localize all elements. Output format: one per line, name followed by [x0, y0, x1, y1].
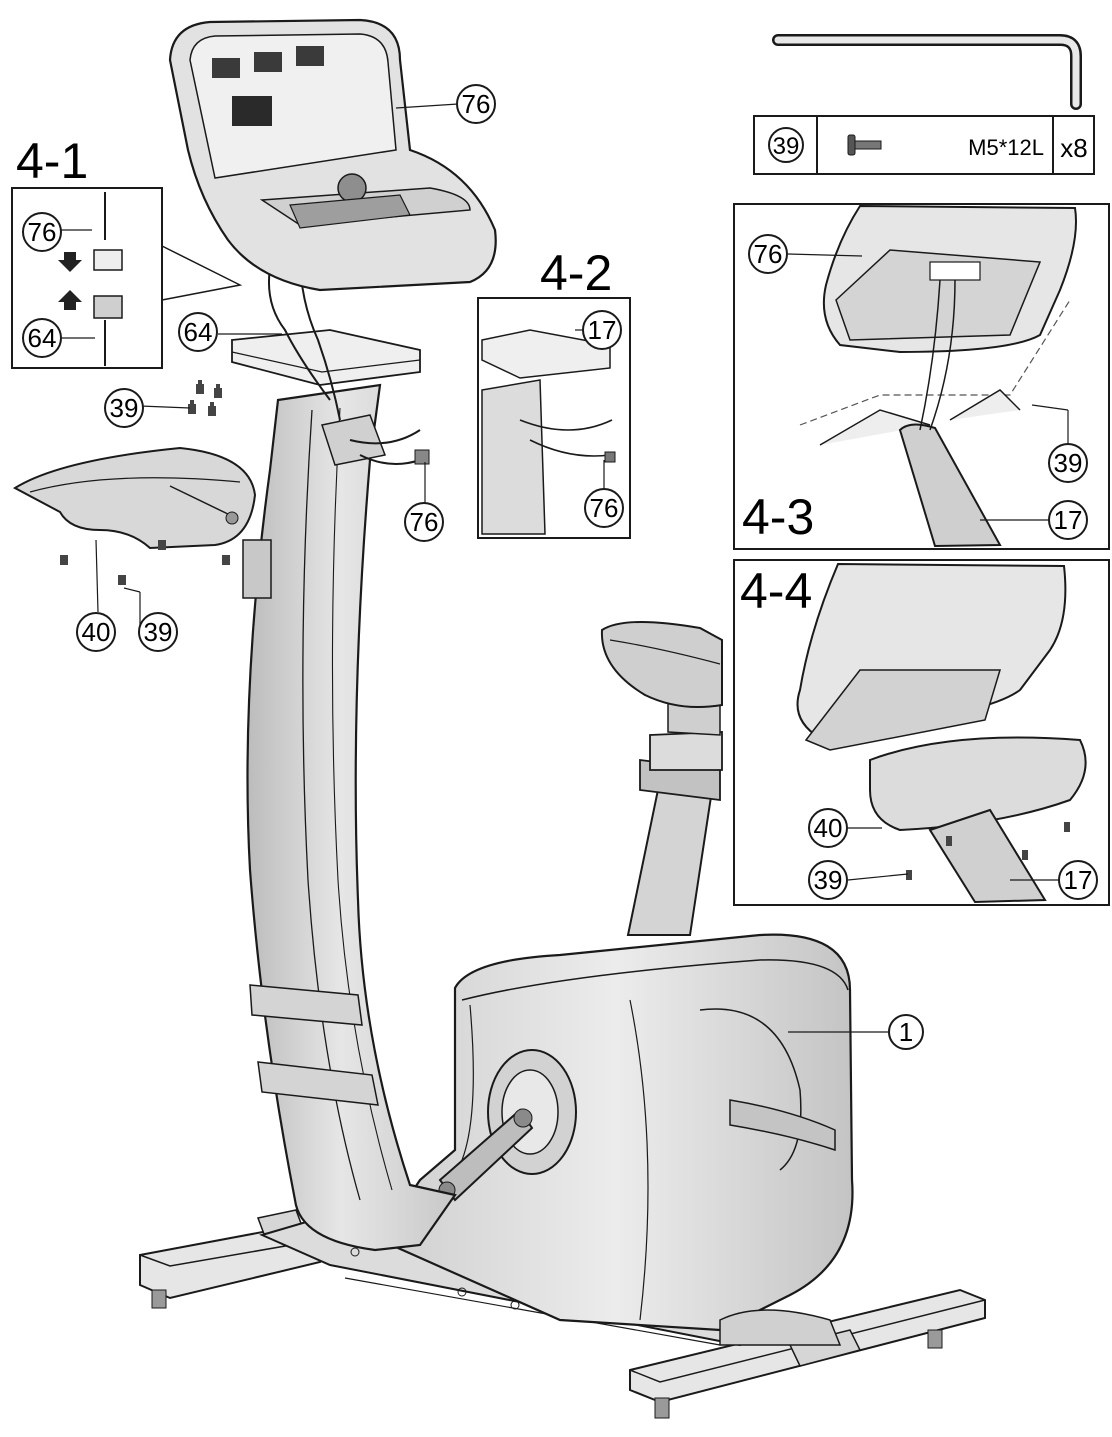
allen-key	[772, 34, 1082, 110]
callout-76-inset-4-1: 76	[28, 217, 57, 247]
display-segment	[296, 46, 324, 66]
arrow-up-icon	[58, 290, 82, 310]
callout-76-inset-4-2: 76	[590, 493, 619, 523]
console-knob	[337, 173, 367, 203]
callout-39-cover-screw: 39	[144, 617, 173, 647]
callout-39-inset-4-4: 39	[814, 865, 843, 895]
hardware-spec: M5*12L	[968, 135, 1044, 160]
display-segment	[212, 58, 240, 78]
inset-4-3	[733, 203, 1110, 550]
wire-connector	[414, 449, 430, 465]
step-label-4-1: 4-1	[16, 133, 88, 189]
step-label-4-2: 4-2	[540, 245, 612, 301]
callout-40-inset-4-4: 40	[814, 813, 843, 843]
callout-76-console: 76	[462, 89, 491, 119]
upright-mast	[242, 383, 457, 1252]
callout-1-frame: 1	[899, 1017, 913, 1047]
console	[168, 18, 497, 292]
console-cover	[12, 446, 257, 550]
arrow-down-icon	[58, 252, 82, 272]
callout-40-cover: 40	[82, 617, 111, 647]
callout-76-connector: 76	[410, 507, 439, 537]
front-stabilizer	[139, 1209, 321, 1309]
hardware-table: 39 M5*12L x8	[753, 115, 1095, 175]
display-matrix	[232, 96, 272, 126]
callout-17-inset-4-4: 17	[1064, 865, 1093, 895]
callout-circles	[22, 84, 1098, 1050]
crank-assembly	[438, 1049, 577, 1202]
hardware-qty: x8	[1060, 133, 1087, 163]
seat	[600, 620, 723, 708]
seat-post	[626, 697, 723, 936]
display-segment	[254, 52, 282, 72]
callout-17-inset-4-2: 17	[588, 315, 617, 345]
callout-64-main: 64	[184, 317, 213, 347]
callout-64-inset-4-1: 64	[28, 323, 57, 353]
callout-76-inset-4-3: 76	[754, 239, 783, 269]
callout-17-inset-4-3: 17	[1054, 505, 1083, 535]
screw-icon	[847, 134, 882, 156]
rear-stabilizer	[629, 1288, 986, 1419]
hardware-part-number: 39	[773, 133, 800, 160]
screw-group	[60, 380, 230, 585]
callout-39-inset-4-3: 39	[1054, 448, 1083, 478]
step-label-4-3: 4-3	[742, 489, 814, 545]
callout-39-screws: 39	[110, 393, 139, 423]
main-frame-shell	[378, 933, 854, 1346]
hardware-part-circle	[768, 127, 804, 163]
inset-4-4	[733, 559, 1110, 906]
step-label-4-4: 4-4	[740, 563, 812, 619]
